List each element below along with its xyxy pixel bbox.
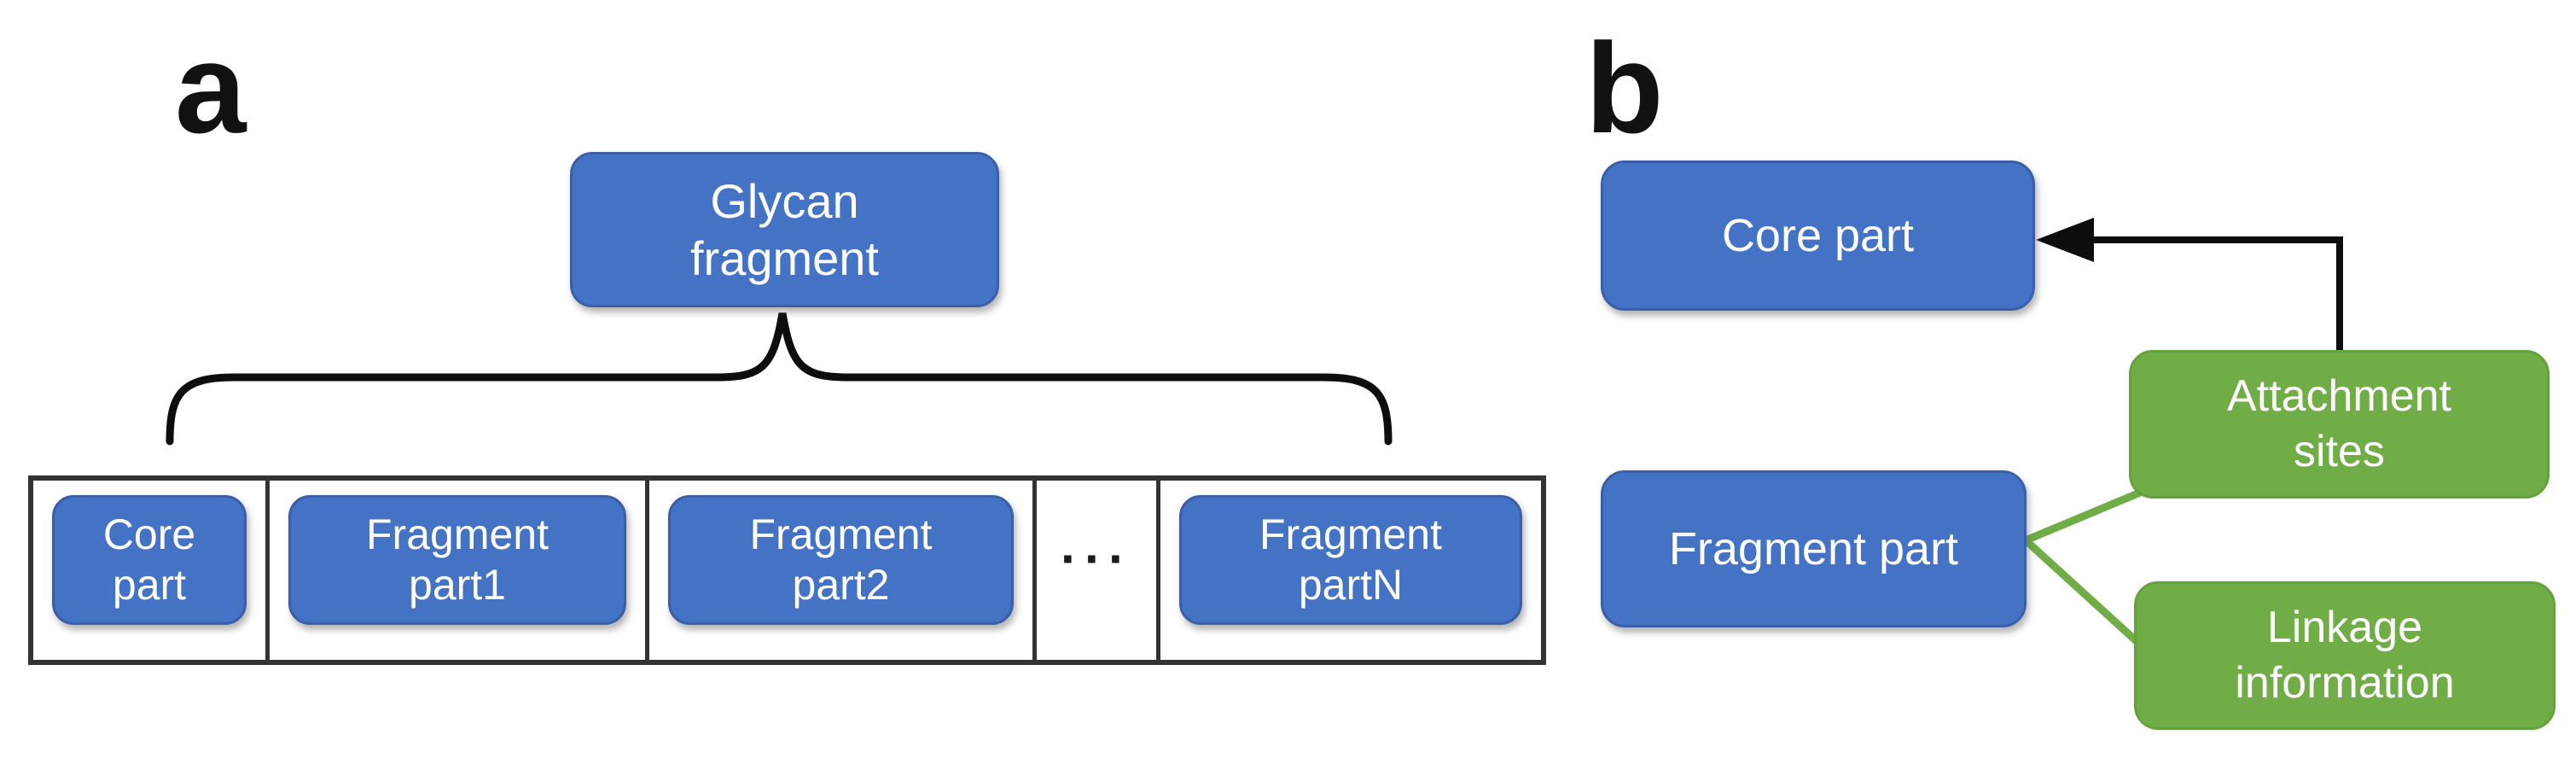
brace-shape (166, 312, 1393, 446)
fragment-part1-chip: Fragment part1 (288, 495, 626, 625)
panel-b-label: b (1585, 16, 1664, 160)
fragment-partN-chip: Fragment partN (1179, 495, 1522, 625)
table-cell-core-part: Core part (33, 481, 270, 660)
connector-fragment-to-attachment (2024, 484, 2152, 545)
table-cell-fragment-part2: Fragment part2 (649, 481, 1037, 660)
fragment-parts-table: Core part Fragment part1 Fragment part2 … (28, 475, 1546, 665)
panel-a-label: a (175, 16, 247, 160)
attachment-sites-node: Attachment sites (2129, 350, 2550, 499)
table-cell-fragment-part1: Fragment part1 (270, 481, 649, 660)
linkage-information-node: Linkage information (2134, 581, 2556, 730)
fragment-part2-chip: Fragment part2 (668, 495, 1014, 625)
connector-fragment-to-linkage (2022, 537, 2152, 656)
table-cell-ellipsis: ··· (1037, 481, 1160, 660)
arrowhead-left-icon (2036, 218, 2094, 262)
glycan-fragment-node: Glycan fragment (570, 152, 999, 307)
ellipsis-dots: ··· (1061, 529, 1132, 587)
fragment-part-node: Fragment part (1601, 470, 2026, 627)
core-part-chip: Core part (52, 495, 247, 625)
core-part-node: Core part (1601, 160, 2035, 311)
table-cell-fragment-partN: Fragment partN (1160, 481, 1541, 660)
